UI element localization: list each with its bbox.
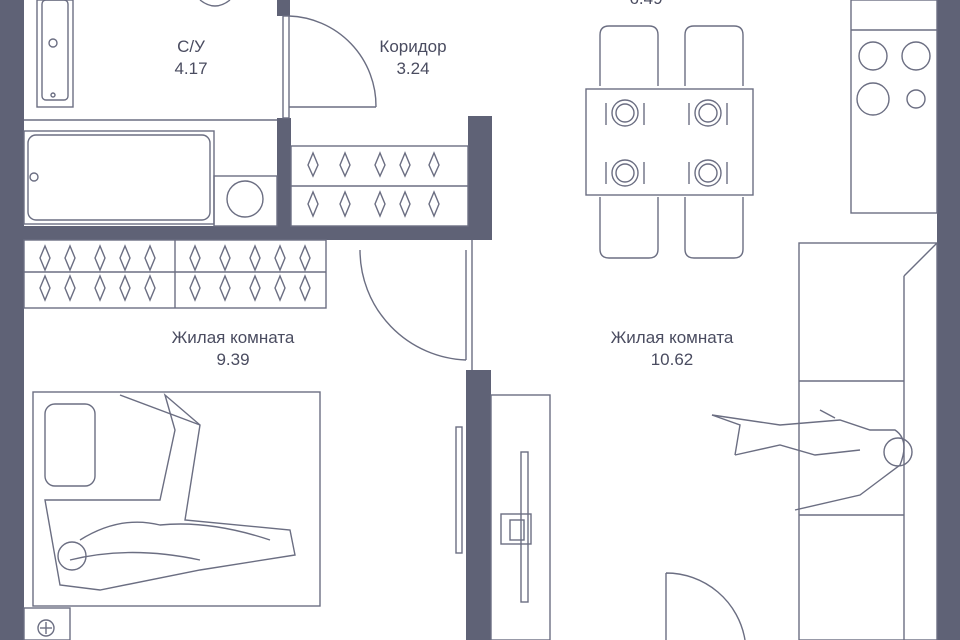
room-area: 6.49	[606, 0, 686, 10]
wall-bathroom-right-top	[277, 0, 290, 16]
bedroom-door	[359, 240, 473, 370]
room-name: Коридор	[379, 37, 447, 56]
room-name: Жилая комната	[171, 328, 295, 347]
room-label-bedroom: Жилая комната 9.39	[148, 327, 318, 371]
room-label-bathroom: С/У 4.17	[151, 36, 231, 80]
room-area: 4.17	[174, 59, 208, 78]
bed	[32, 391, 321, 607]
wall-horizontal-middle	[0, 226, 491, 240]
mirror-panel	[455, 426, 463, 554]
bedroom-wardrobe	[23, 239, 327, 309]
corridor-door	[282, 15, 377, 119]
person-on-sofa	[711, 409, 913, 511]
corridor-wardrobe	[290, 145, 469, 227]
sink	[36, 0, 74, 108]
furniture	[23, 0, 938, 640]
wall-right	[937, 0, 960, 640]
wall-partition	[466, 370, 491, 640]
bathtub	[23, 130, 215, 225]
dining-table	[585, 88, 754, 196]
bedside-socket	[23, 607, 71, 640]
room-label-living: Жилая комната 10.62	[587, 327, 757, 371]
sofa	[798, 242, 938, 640]
wall-corridor-right	[468, 116, 492, 240]
room-label-kitchen: 6.49	[606, 0, 686, 10]
washing-machine	[213, 175, 278, 227]
room-name: Жилая комната	[610, 328, 734, 347]
living-door	[665, 572, 746, 640]
room-name: С/У	[177, 37, 205, 56]
room-area: 9.39	[216, 350, 250, 369]
toilet	[199, 0, 231, 7]
tv-unit	[490, 394, 551, 640]
room-area: 3.24	[396, 59, 430, 78]
chairs	[599, 25, 744, 259]
wall-left	[0, 0, 24, 640]
room-area: 10.62	[650, 350, 694, 369]
stove	[850, 0, 938, 214]
room-label-corridor: Коридор 3.24	[363, 36, 463, 80]
wall-bathroom-right	[277, 118, 291, 240]
